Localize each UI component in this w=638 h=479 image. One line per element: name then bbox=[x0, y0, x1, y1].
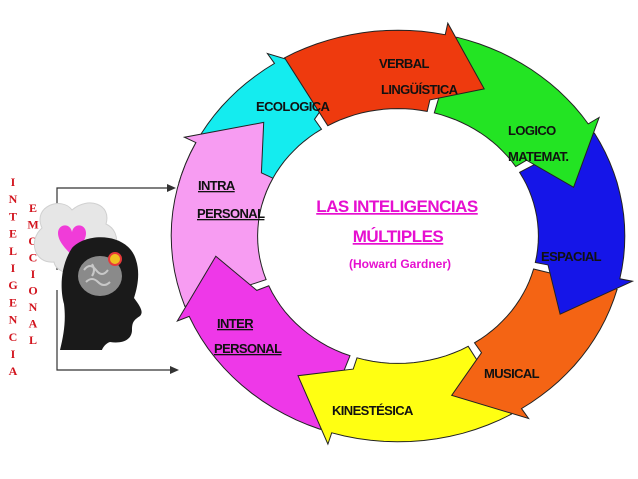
emocional-letter: O bbox=[28, 234, 37, 248]
spark-icon bbox=[108, 252, 122, 266]
label-logico-line2: MATEMAT. bbox=[508, 149, 568, 164]
label-interpersonal-line1: INTER bbox=[217, 316, 254, 331]
inteligencia-letter: E bbox=[9, 295, 17, 309]
segment-labels: VERBAL LINGÜÍSTICA LOGICO MATEMAT. ESPAC… bbox=[197, 56, 602, 418]
center-title-block: LAS INTELIGENCIAS MÚLTIPLES (Howard Gard… bbox=[316, 197, 478, 271]
label-espacial: ESPACIAL bbox=[541, 249, 602, 264]
inteligencia-letter: T bbox=[9, 209, 17, 223]
label-intrapersonal-line2: PERSONAL bbox=[197, 206, 265, 221]
emocional-letter: I bbox=[31, 267, 36, 281]
inteligencia-letter: L bbox=[9, 244, 17, 258]
emocional-letter: A bbox=[29, 317, 38, 331]
heart-icon bbox=[58, 225, 86, 256]
segment-espacial bbox=[518, 132, 635, 315]
label-interpersonal-line2: PERSONAL bbox=[214, 341, 282, 356]
connector-arrowhead-bottom bbox=[170, 366, 179, 374]
intelligence-ring bbox=[170, 21, 635, 446]
vertical-word-inteligencia: INTELIGENCIA bbox=[8, 175, 17, 378]
emocional-letter: M bbox=[27, 218, 38, 232]
connector-arrowhead-top bbox=[167, 184, 176, 192]
label-verbal-line1: VERBAL bbox=[379, 56, 430, 71]
inteligencia-letter: I bbox=[11, 347, 16, 361]
label-musical: MUSICAL bbox=[484, 366, 540, 381]
connector-arrow-bottom bbox=[56, 290, 170, 371]
inteligencia-letter: C bbox=[9, 330, 18, 344]
segment-intrapersonal bbox=[170, 121, 274, 308]
segment-verbal bbox=[283, 21, 485, 127]
center-title-line2: MÚLTIPLES bbox=[353, 227, 444, 246]
inteligencia-letter: A bbox=[9, 364, 18, 378]
emocional-letter: C bbox=[29, 251, 38, 265]
label-verbal-line2: LINGÜÍSTICA bbox=[381, 82, 459, 97]
label-logico-line1: LOGICO bbox=[508, 123, 556, 138]
inteligencia-letter: E bbox=[9, 227, 17, 241]
segment-kinestesica bbox=[297, 345, 513, 446]
brain-folds bbox=[83, 263, 111, 286]
inteligencia-letter: I bbox=[11, 175, 16, 189]
label-ecologica: ECOLOGICA bbox=[256, 99, 331, 114]
center-subtitle: (Howard Gardner) bbox=[349, 257, 451, 271]
emocional-letter: N bbox=[29, 300, 38, 314]
emocional-letter: E bbox=[29, 201, 37, 215]
emocional-letter: L bbox=[29, 333, 37, 347]
inteligencia-letter: G bbox=[8, 278, 17, 292]
emocional-letter: O bbox=[28, 284, 37, 298]
label-kinestesica: KINESTÉSICA bbox=[332, 403, 414, 418]
inteligencia-letter: N bbox=[9, 313, 18, 327]
label-intrapersonal-line1: INTRA bbox=[198, 178, 236, 193]
inteligencia-letter: I bbox=[11, 261, 16, 275]
inteligencia-letter: N bbox=[9, 192, 18, 206]
center-title-line1: LAS INTELIGENCIAS bbox=[316, 197, 478, 216]
